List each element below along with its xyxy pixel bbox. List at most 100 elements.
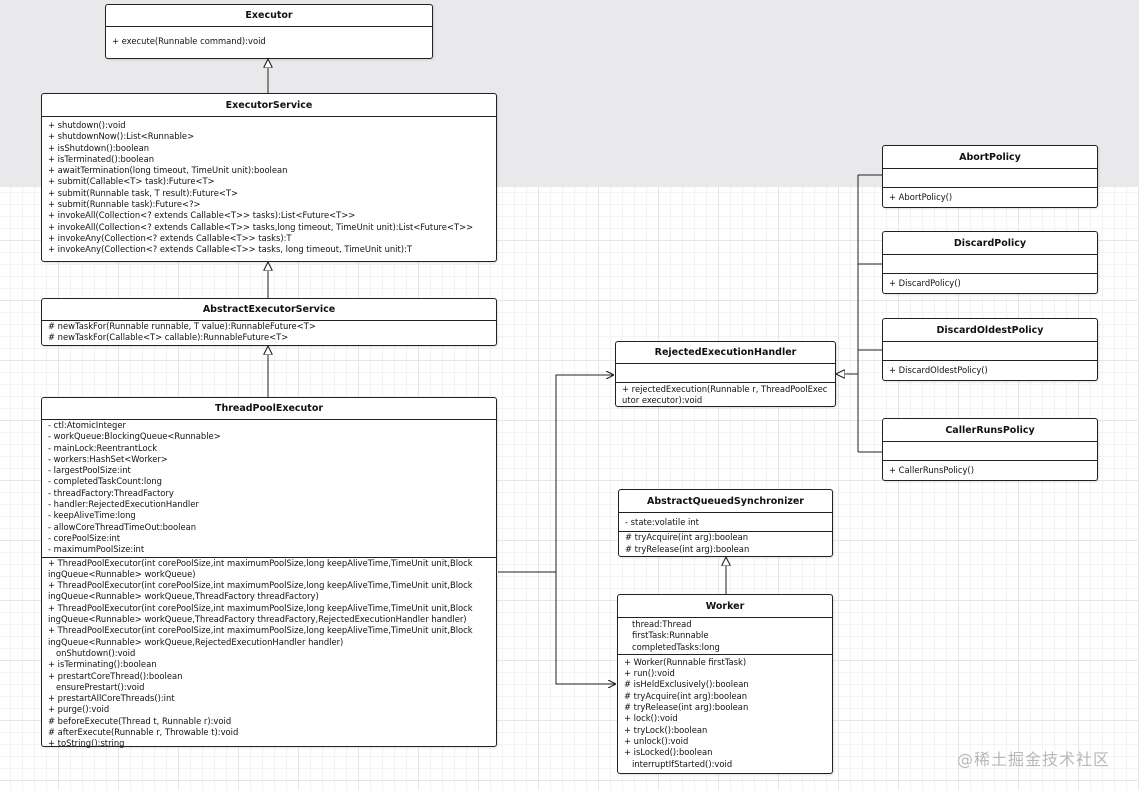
attribute: - keepAliveTime:long — [48, 510, 136, 521]
method: + DiscardPolicy() — [889, 278, 961, 288]
class-title: RejectedExecutionHandler — [616, 342, 835, 364]
method: interruptIfStarted():void — [624, 758, 733, 769]
method: + ThreadPoolExecutor(int corePoolSize,in… — [48, 557, 473, 568]
attribute: - workers:HashSet<Worker> — [48, 453, 168, 464]
methods: + shutdown():void + shutdownNow():List<R… — [42, 117, 496, 257]
methods: + DiscardPolicy() — [883, 274, 1097, 290]
methods: # tryAcquire(int arg):boolean # tryRelea… — [619, 532, 832, 556]
attribute: - allowCoreThreadTimeOut:boolean — [48, 521, 197, 532]
attributes: - ctl:AtomicInteger - workQueue:Blocking… — [42, 420, 496, 558]
method: + awaitTermination(long timeout, TimeUni… — [48, 165, 288, 176]
class-title: DiscardOldestPolicy — [883, 319, 1097, 342]
attribute: - largestPoolSize:int — [48, 465, 131, 476]
attributes — [883, 169, 1097, 188]
attribute: - threadFactory:ThreadFactory — [48, 487, 174, 498]
method: + ThreadPoolExecutor(int corePoolSize,in… — [48, 580, 473, 591]
methods: # newTaskFor(Runnable runnable, T value)… — [42, 321, 496, 345]
class-thread-pool-executor[interactable]: ThreadPoolExecutor - ctl:AtomicInteger -… — [41, 397, 497, 748]
methods: + rejectedExecution(Runnable r, ThreadPo… — [616, 383, 835, 408]
method: # tryAcquire(int arg):boolean — [625, 532, 749, 543]
method: # tryRelease(int arg):boolean — [625, 543, 750, 554]
attributes — [883, 255, 1097, 274]
class-title: Executor — [106, 5, 432, 27]
methods: + Worker(Runnable firstTask) + run():voi… — [618, 655, 832, 771]
method: # newTaskFor(Callable<T> callable):Runna… — [48, 332, 289, 343]
attributes: - state:volatile int — [619, 513, 832, 533]
attribute: - mainLock:ReentrantLock — [48, 442, 158, 453]
attribute: - completedTaskCount:long — [48, 476, 162, 487]
attributes: thread:Thread firstTask:Runnable complet… — [618, 618, 832, 655]
method: ingQueue<Runnable> workQueue,ThreadFacto… — [48, 591, 319, 602]
method: + lock():void — [624, 713, 678, 724]
class-title: CallerRunsPolicy — [883, 419, 1097, 442]
method: + shutdownNow():List<Runnable> — [48, 131, 195, 142]
attribute: firstTask:Runnable — [624, 630, 709, 641]
class-abstract-executor-service[interactable]: AbstractExecutorService # newTaskFor(Run… — [41, 298, 497, 346]
class-title: AbstractExecutorService — [42, 299, 496, 321]
attribute: - state:volatile int — [625, 517, 699, 527]
method: ingQueue<Runnable> workQueue) — [48, 568, 196, 579]
method: + Worker(Runnable firstTask) — [624, 656, 747, 667]
attributes — [883, 442, 1097, 461]
method: + execute(Runnable command):void — [112, 36, 266, 46]
method: + run():void — [624, 668, 675, 679]
attributes — [616, 364, 835, 383]
association-threadpool-worker — [555, 572, 616, 684]
class-title: ExecutorService — [42, 94, 496, 117]
methods: + ThreadPoolExecutor(int corePoolSize,in… — [42, 558, 496, 751]
method: + submit(Runnable task):Future<?> — [48, 199, 201, 210]
attribute: thread:Thread — [624, 619, 692, 629]
class-title: DiscardPolicy — [883, 232, 1097, 255]
class-discard-policy[interactable]: DiscardPolicy + DiscardPolicy() — [882, 231, 1098, 294]
method: + isTerminating():boolean — [48, 659, 157, 670]
method: ingQueue<Runnable> workQueue,ThreadFacto… — [48, 614, 467, 625]
method: ensurePrestart():void — [48, 681, 145, 692]
method: + invokeAny(Collection<? extends Callabl… — [48, 232, 292, 243]
watermark: @稀土掘金技术社区 — [957, 750, 1111, 769]
method: + submit(Runnable task, T result):Future… — [48, 187, 238, 198]
class-title: AbstractQueuedSynchronizer — [619, 490, 832, 513]
method: # tryAcquire(int arg):boolean — [624, 690, 748, 701]
methods: + execute(Runnable command):void — [106, 27, 432, 48]
class-caller-runs-policy[interactable]: CallerRunsPolicy + CallerRunsPolicy() — [882, 418, 1098, 481]
class-abstract-queued-synchronizer[interactable]: AbstractQueuedSynchronizer - state:volat… — [618, 489, 833, 557]
method: + isLocked():boolean — [624, 747, 713, 758]
class-worker[interactable]: Worker thread:Thread firstTask:Runnable … — [617, 594, 833, 774]
class-rejected-execution-handler[interactable]: RejectedExecutionHandler + rejectedExecu… — [615, 341, 836, 407]
method: # afterExecute(Runnable r, Throwable t):… — [48, 727, 239, 738]
attribute: - maximumPoolSize:int — [48, 544, 145, 555]
method: + unlock():void — [624, 735, 689, 746]
method: + invokeAll(Collection<? extends Callabl… — [48, 210, 356, 221]
attribute: - workQueue:BlockingQueue<Runnable> — [48, 431, 221, 442]
attribute: - corePoolSize:int — [48, 532, 121, 543]
methods: + DiscardOldestPolicy() — [883, 361, 1097, 377]
attribute: completedTasks:long — [624, 641, 720, 652]
class-executor[interactable]: Executor + execute(Runnable command):voi… — [105, 4, 433, 59]
attribute: - handler:RejectedExecutionHandler — [48, 499, 199, 510]
methods: + AbortPolicy() — [883, 188, 1097, 204]
method: + isTerminated():boolean — [48, 153, 155, 164]
method: + DiscardOldestPolicy() — [889, 365, 988, 375]
methods: + CallerRunsPolicy() — [883, 461, 1097, 477]
class-abort-policy[interactable]: AbortPolicy + AbortPolicy() — [882, 145, 1098, 208]
method: + ThreadPoolExecutor(int corePoolSize,in… — [48, 625, 473, 636]
class-title: ThreadPoolExecutor — [42, 398, 496, 420]
method: + AbortPolicy() — [889, 192, 953, 202]
method: + isShutdown():boolean — [48, 142, 150, 153]
method: + prestartAllCoreThreads():int — [48, 693, 175, 704]
method: + prestartCoreThread():boolean — [48, 670, 183, 681]
method: + purge():void — [48, 704, 110, 715]
method: + submit(Callable<T> task):Future<T> — [48, 176, 215, 187]
method: + invokeAll(Collection<? extends Callabl… — [48, 221, 474, 232]
method: + toString():string — [48, 738, 125, 749]
method: ingQueue<Runnable> workQueue,RejectedExe… — [48, 636, 344, 647]
method: + tryLock():boolean — [624, 724, 708, 735]
method: # isHeldExclusively():boolean — [624, 679, 749, 690]
attributes — [883, 342, 1097, 361]
method: + ThreadPoolExecutor(int corePoolSize,in… — [48, 602, 473, 613]
class-discard-oldest-policy[interactable]: DiscardOldestPolicy + DiscardOldestPolic… — [882, 318, 1098, 381]
class-executor-service[interactable]: ExecutorService + shutdown():void + shut… — [41, 93, 497, 262]
method: onShutdown():void — [48, 647, 136, 658]
class-title: AbortPolicy — [883, 146, 1097, 169]
